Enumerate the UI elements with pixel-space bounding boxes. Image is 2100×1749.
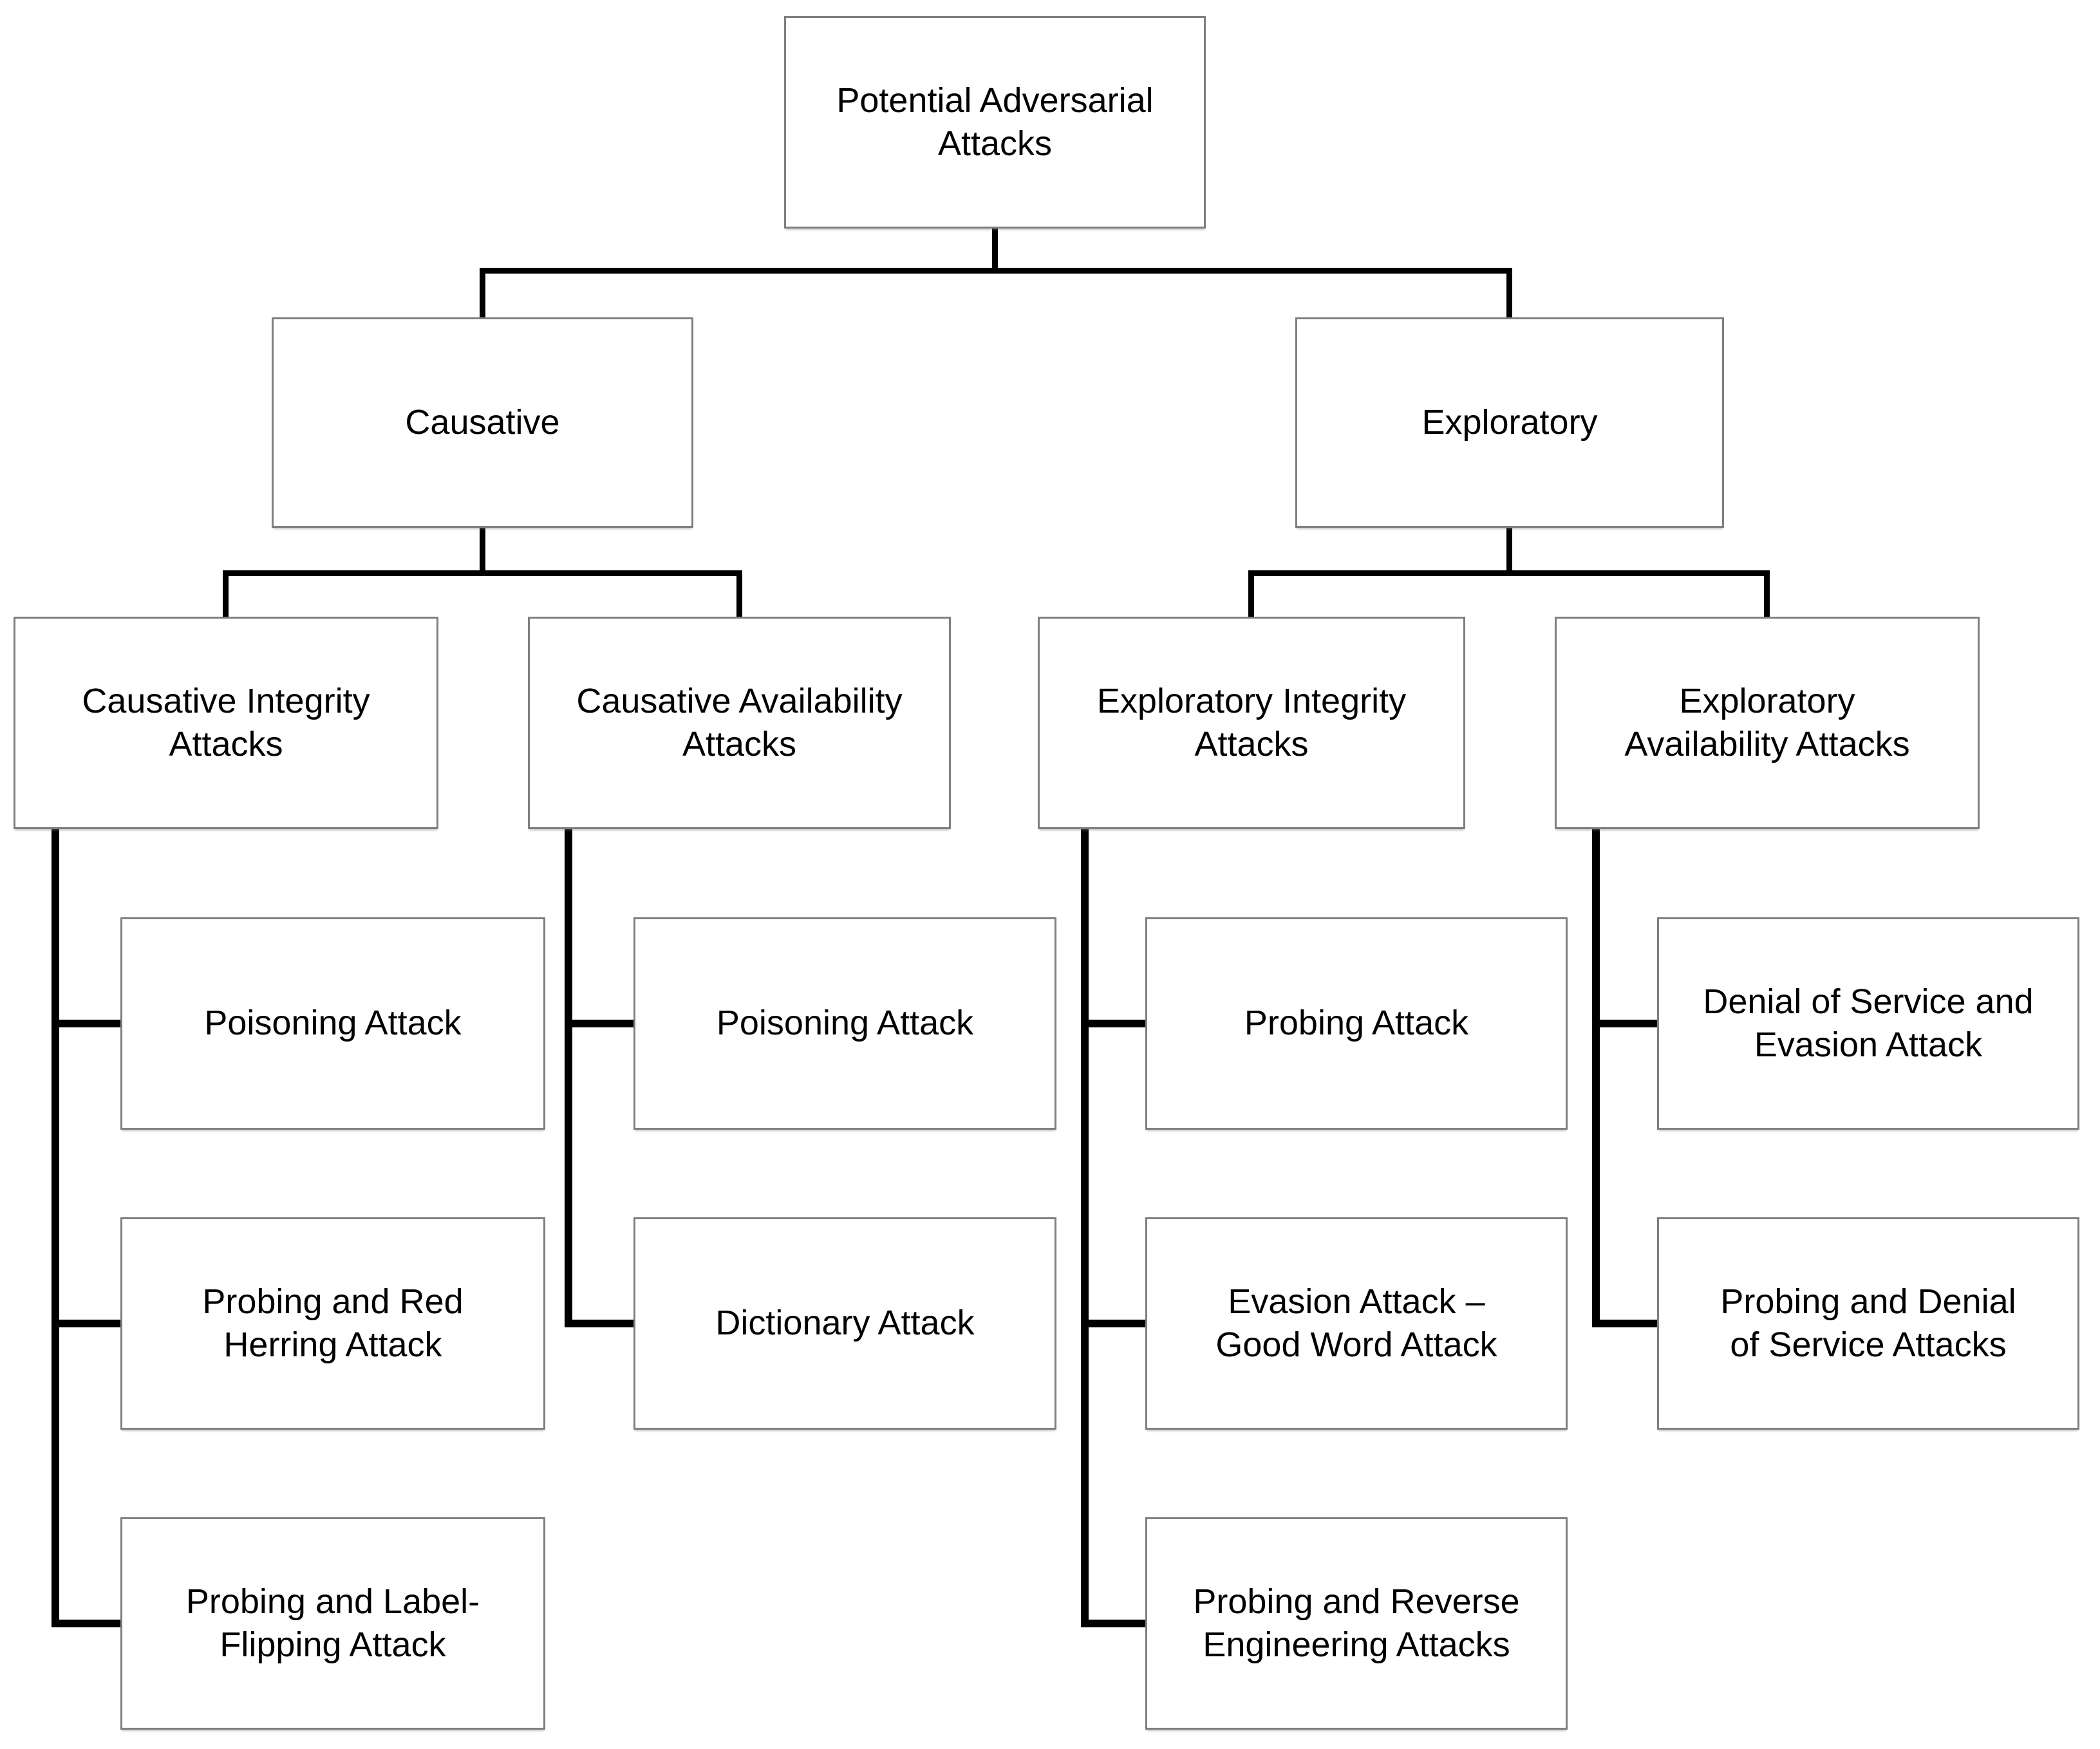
connector-col3-trunk — [1081, 829, 1089, 1627]
connector-causative-trunk — [480, 528, 485, 573]
node-probing-and-red-herring-attack: Probing and Red Herring Attack — [120, 1217, 545, 1430]
node-probing-and-reverse-engineering-attacks: Probing and Reverse Engineering Attacks — [1145, 1517, 1568, 1730]
connector-col1-stub-1 — [52, 1020, 120, 1027]
connector-col3-stub-1 — [1081, 1020, 1145, 1027]
connector-col1-stub-3 — [52, 1620, 120, 1627]
connector-col4-stub-2 — [1592, 1320, 1657, 1327]
connector-col3-stub-2 — [1081, 1320, 1145, 1327]
connector-exploratory-trunk — [1506, 528, 1512, 573]
connector-col1-trunk — [52, 829, 59, 1627]
node-poisoning-attack-integrity: Poisoning Attack — [120, 917, 545, 1130]
connector-col4-stub-1 — [1592, 1020, 1657, 1027]
connector-col4-trunk — [1592, 829, 1600, 1327]
connector-exploratory-bar — [1248, 570, 1770, 576]
connector-drop-causative — [480, 268, 485, 317]
node-potential-adversarial-attacks: Potential Adversarial Attacks — [784, 16, 1206, 229]
connector-col3-stub-3 — [1081, 1620, 1145, 1627]
connector-drop-causative-availability — [736, 570, 742, 617]
connector-drop-causative-integrity — [223, 570, 229, 617]
connector-col2-stub-1 — [565, 1020, 633, 1027]
node-exploratory-availability-attacks: Exploratory Availability Attacks — [1555, 617, 1980, 829]
node-exploratory-integrity-attacks: Exploratory Integrity Attacks — [1038, 617, 1465, 829]
node-causative-integrity-attacks: Causative Integrity Attacks — [14, 617, 438, 829]
connector-level1-bar — [480, 268, 1512, 274]
connector-drop-exploratory — [1506, 268, 1512, 317]
connector-drop-exploratory-integrity — [1248, 570, 1254, 617]
node-dictionary-attack: Dictionary Attack — [633, 1217, 1056, 1430]
node-causative-availability-attacks: Causative Availability Attacks — [528, 617, 951, 829]
connector-drop-exploratory-availability — [1764, 570, 1770, 617]
node-exploratory: Exploratory — [1295, 317, 1724, 528]
connector-col2-trunk — [565, 829, 572, 1327]
node-poisoning-attack-availability: Poisoning Attack — [633, 917, 1056, 1130]
connector-root-trunk — [992, 229, 998, 274]
node-probing-attack: Probing Attack — [1145, 917, 1568, 1130]
node-probing-and-label-flipping-attack: Probing and Label- Flipping Attack — [120, 1517, 545, 1730]
connector-col2-stub-2 — [565, 1320, 633, 1327]
node-evasion-attack-good-word-attack: Evasion Attack – Good Word Attack — [1145, 1217, 1568, 1430]
connector-col1-stub-2 — [52, 1320, 120, 1327]
connector-causative-bar — [223, 570, 742, 576]
node-causative: Causative — [272, 317, 693, 528]
node-probing-and-denial-of-service-attacks: Probing and Denial of Service Attacks — [1657, 1217, 2079, 1430]
node-denial-of-service-and-evasion-attack: Denial of Service and Evasion Attack — [1657, 917, 2079, 1130]
